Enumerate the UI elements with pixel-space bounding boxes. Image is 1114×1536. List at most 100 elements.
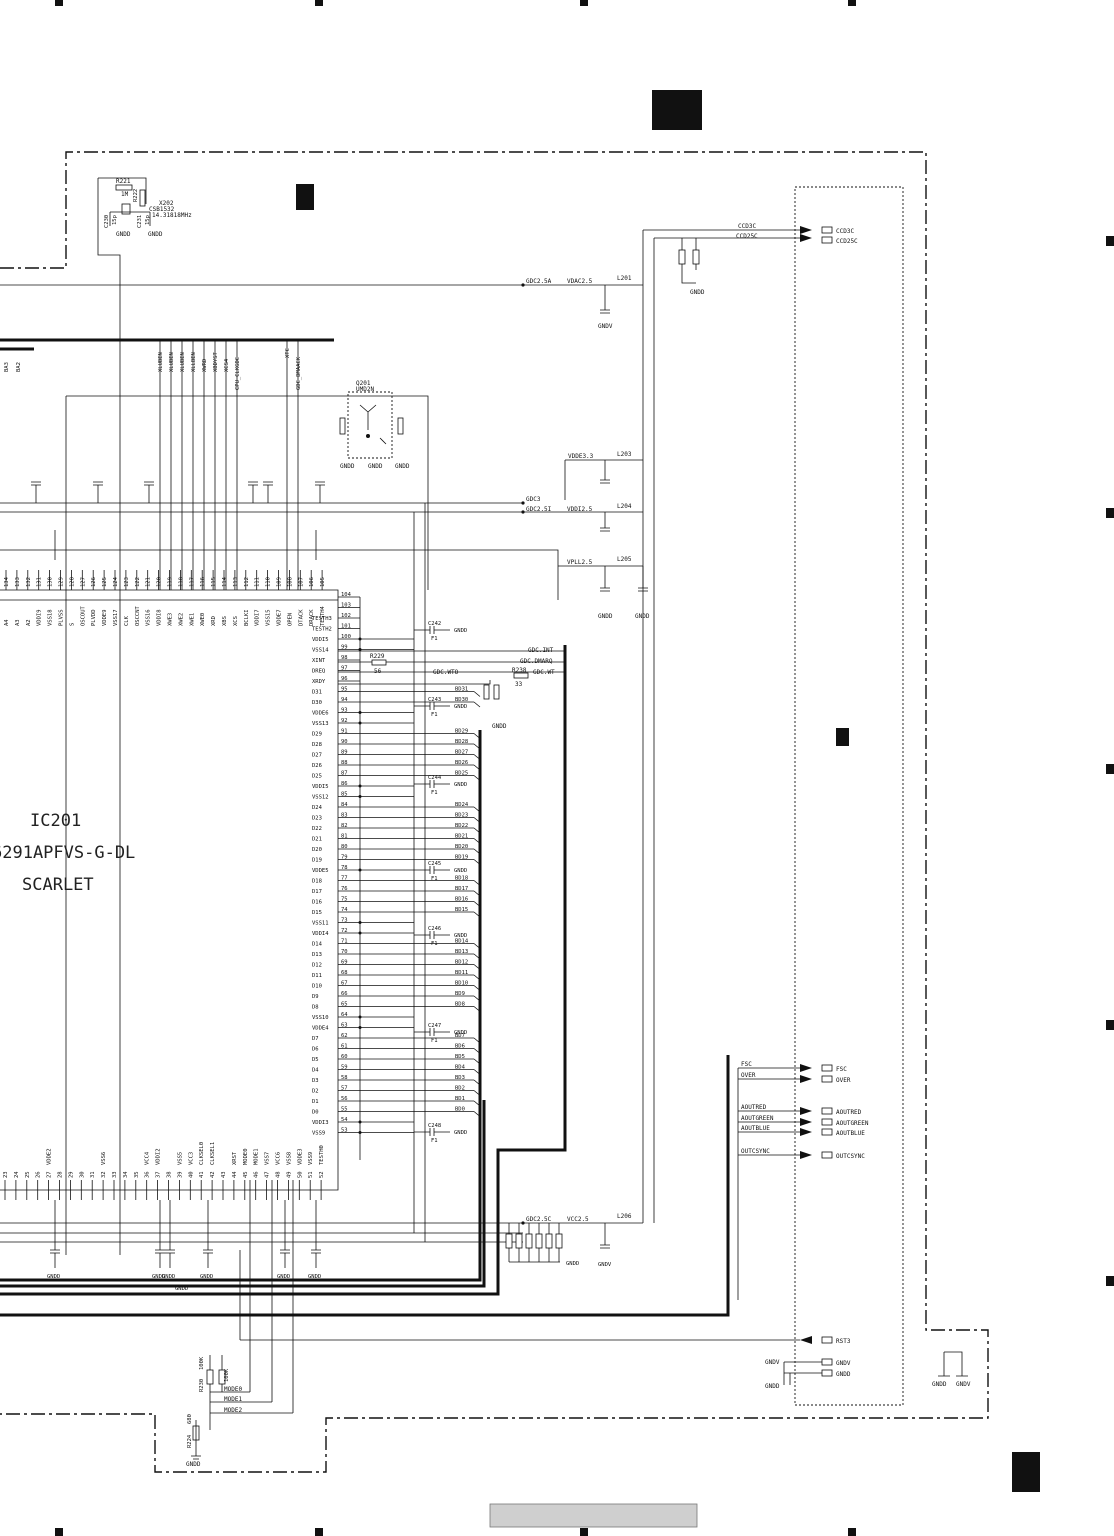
ic201-ref: IC201 [30, 811, 81, 831]
ic-pin-name: XRST [232, 1151, 238, 1165]
vdde33-label: VDDE3.3 [568, 453, 594, 460]
ccd25c-net-label: CCD25C [736, 233, 758, 240]
bd-label: BD28 [455, 739, 468, 745]
sig-xbdyst: XBDYST [213, 351, 219, 372]
ic-pin-name: D29 [312, 732, 322, 738]
bd-entry [473, 701, 481, 708]
ic-pin-number: 121 [146, 577, 152, 587]
ic-pin-number: 91 [341, 729, 348, 735]
decoupling-cap [414, 780, 450, 788]
r230-value: 100K [199, 1356, 205, 1370]
ic-pin-number: 90 [341, 739, 348, 745]
ic-pin-number: 44 [232, 1171, 238, 1178]
gnd-label: GNDD [277, 1274, 290, 1280]
ic-pin-name: TESTH2 [312, 627, 332, 633]
ic-pin-number: 112 [244, 577, 250, 587]
ic-pin-name: XRD [211, 616, 217, 626]
q201-label: Q201 [356, 380, 371, 387]
ic-pin-name: VDDE2 [47, 1148, 53, 1165]
bd-entry [473, 691, 481, 697]
ic-pin-number: 125 [102, 577, 108, 587]
connector-block [794, 186, 904, 1406]
ic-pin-name: D4 [312, 1068, 319, 1074]
connector-ccd25c [821, 236, 833, 244]
ic-pin-number: 130 [48, 577, 54, 587]
ic-pin-name: D16 [312, 900, 322, 906]
r230-label: R230 [199, 1379, 205, 1392]
gndd-label: GNDD [116, 231, 131, 238]
ic-pin-number: 26 [36, 1171, 42, 1178]
bd-label: BD26 [455, 760, 468, 766]
ic-pin-name: D28 [312, 742, 322, 748]
ic-pin-name: VSS17 [113, 609, 119, 626]
ic-pin-name: XCS [233, 616, 239, 626]
ic-pin-number: 68 [341, 970, 348, 976]
mode0-label: MODE0 [224, 1386, 242, 1393]
ic-pin-name: MODE0 [243, 1148, 249, 1165]
cap-value: F1 [431, 712, 438, 718]
gnd-label: GNDD [200, 1274, 213, 1280]
registration-marks [55, 0, 1114, 1536]
ic-pin-name: CLKSEL0 [199, 1142, 205, 1165]
gnd-label: GNDD [454, 1030, 467, 1036]
r222-label: R222 [133, 189, 139, 202]
r231-value: 100K [224, 1368, 230, 1382]
gdc-wto-label: GDC.WTO [433, 669, 459, 676]
ic-pin-name: VSS11 [312, 921, 329, 927]
ic-pin-number: 74 [341, 907, 348, 913]
ic-pin-number: 88 [341, 760, 348, 766]
connector-ccd3c-label: CCD3C [836, 228, 854, 235]
ic-pin-name: D14 [312, 942, 323, 948]
gnd-label: GNDD [566, 1261, 579, 1267]
ic-pin-name: D7 [312, 1036, 319, 1042]
ic-pin-number: 47 [265, 1171, 271, 1178]
sig-gdc-dmaack: GDC_DMAACK [296, 356, 302, 390]
board-boundary [0, 151, 989, 1473]
resistor [525, 1233, 533, 1249]
l205-label: L205 [617, 556, 632, 563]
gndd-label: GNDD [635, 613, 650, 620]
ic-pin-number: 109 [277, 577, 283, 587]
ic-pin-name: D27 [312, 753, 322, 759]
ic-pin-number: 38 [167, 1171, 173, 1178]
ic-pin-number: 32 [101, 1171, 107, 1178]
bottom-decoupling-cap [280, 1200, 290, 1268]
gndd-label: GNDD [395, 463, 410, 470]
gnd-label: GNDD [454, 868, 467, 874]
resistor [535, 1233, 543, 1249]
gdc-wt-label: GDC.WT [533, 669, 555, 676]
ic-pin-number: 83 [341, 813, 348, 819]
ic-pin-number: 128 [69, 577, 75, 587]
signal-arrow [800, 1075, 812, 1083]
bd-label: BD30 [455, 697, 468, 703]
vcc25-label: VCC2.5 [567, 1216, 589, 1223]
ic-pin-number: 33 [112, 1171, 118, 1178]
bd-label: BD0 [455, 1107, 465, 1113]
ic-pin-number: 49 [286, 1171, 292, 1178]
cap-value: F1 [431, 876, 438, 882]
ic-pin-name: D30 [312, 700, 322, 706]
ic-pin-number: 133 [15, 577, 21, 587]
ic-pin-number: 110 [266, 577, 272, 587]
signal-arrow [800, 1107, 812, 1115]
ic-pin-name: S [69, 623, 75, 626]
ic-pin-number: 99 [341, 645, 348, 651]
decoupling-cap [414, 1128, 450, 1136]
ic-pin-number: 51 [308, 1171, 314, 1178]
ic-pin-name: VSS10 [312, 1015, 329, 1021]
ic-pin-name: D3 [312, 1078, 319, 1084]
ic-pin-number: 123 [124, 577, 130, 587]
ic-pin-name: D10 [312, 984, 322, 990]
bus-ba3: BA3 [4, 362, 10, 372]
ic-pin-number: 79 [341, 855, 348, 861]
ic-pin-name: VSS9 [308, 1152, 314, 1165]
ic-pin-number: 42 [210, 1171, 216, 1178]
gnd-label: GNDD [454, 628, 467, 634]
ic-pin-name: VCC3 [188, 1152, 194, 1165]
resistor [555, 1233, 563, 1249]
ic-pin-number: 117 [189, 577, 195, 587]
ic-pin-name: XWE0 [200, 613, 206, 626]
connector-pin-label: AOUTBLUE [836, 1130, 865, 1137]
